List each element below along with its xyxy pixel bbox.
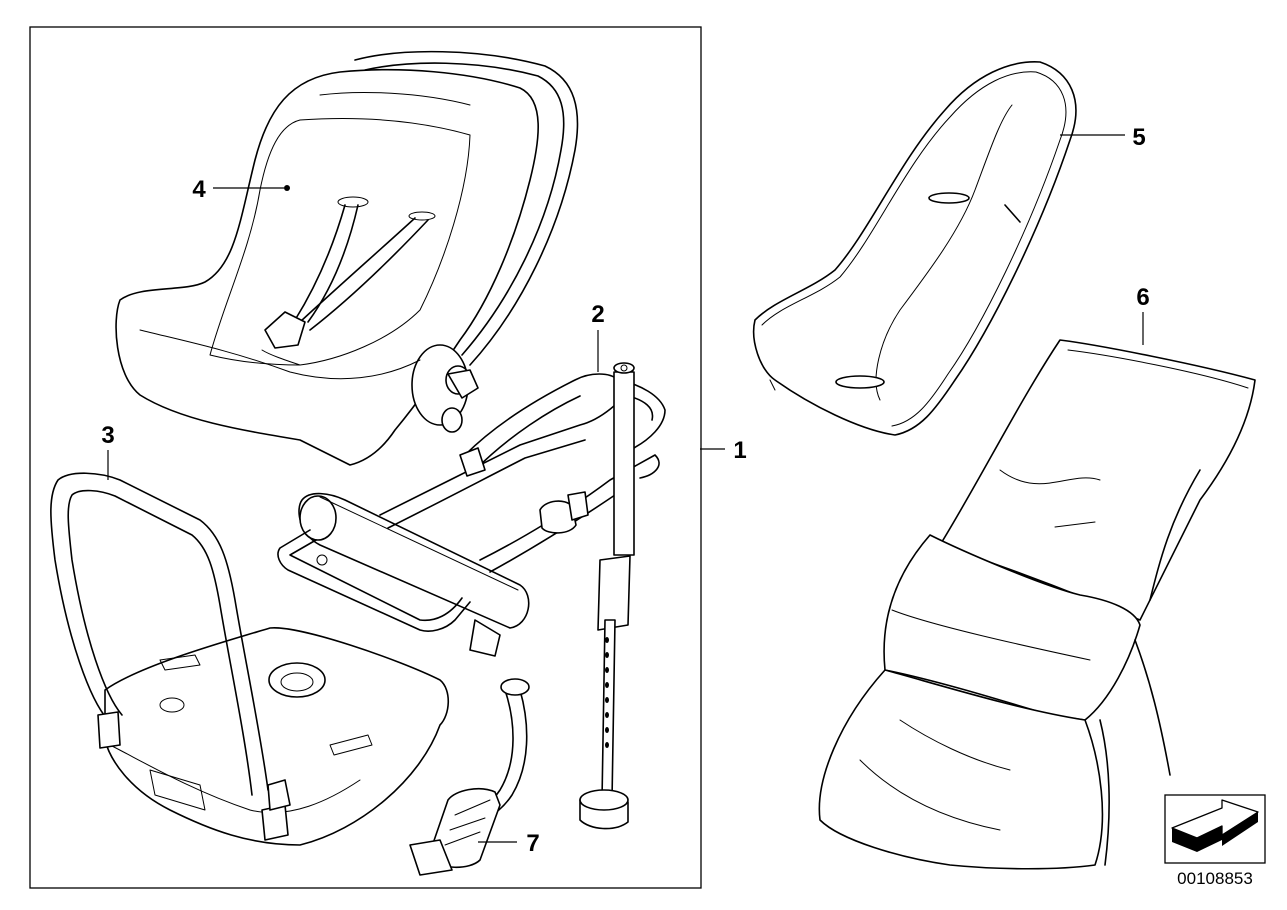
part-6-foot-muff <box>818 339 1256 870</box>
callout-5: 5 <box>1132 124 1145 151</box>
assembly-frame <box>29 26 702 889</box>
part-7-strap-buckle <box>409 678 530 876</box>
arrow-navigation-icon[interactable] <box>1164 794 1266 864</box>
leader-lines <box>107 134 1144 843</box>
callout-7: 7 <box>526 830 539 857</box>
callout-1: 1 <box>733 437 746 464</box>
callout-2: 2 <box>591 301 604 328</box>
part-2-support-frame <box>277 362 666 830</box>
callout-4: 4 <box>192 176 206 203</box>
callout-3: 3 <box>101 422 114 449</box>
part-4-seat-shell <box>115 50 579 466</box>
part-5-seat-cover <box>752 61 1077 436</box>
leg-adjust-holes <box>605 637 609 748</box>
catalog-code: 00108853 <box>1177 869 1253 888</box>
callout-6: 6 <box>1136 284 1149 311</box>
part-3-base <box>50 472 450 846</box>
